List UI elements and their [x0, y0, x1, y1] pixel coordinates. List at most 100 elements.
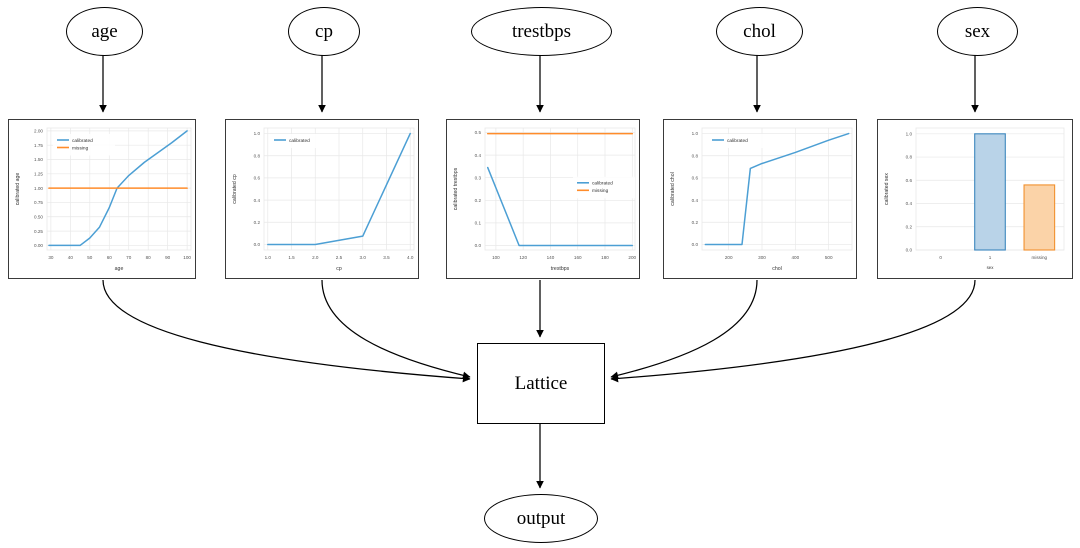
input-node-cp-label: cp	[315, 21, 333, 42]
x-tick-label: 3.0	[360, 255, 367, 260]
legend-label-calibrated: calibrated	[727, 138, 748, 144]
input-node-trestbps[interactable]: trestbps	[471, 7, 612, 56]
x-tick-label: 40	[68, 255, 74, 260]
y-tick-label: 1.25	[34, 172, 43, 177]
bar-missing	[1023, 184, 1056, 251]
y-tick-label: 0.6	[254, 176, 261, 181]
y-tick-label: 1.50	[34, 157, 43, 162]
y-tick-label: 0.3	[475, 175, 482, 180]
x-tick-label: 160	[574, 255, 582, 260]
x-tick-label: 0	[939, 255, 942, 260]
legend-box	[573, 176, 635, 199]
y-tick-label: 0.6	[906, 178, 913, 183]
y-tick-label: 1.75	[34, 143, 43, 148]
y-axis-label: calibrated age	[15, 173, 21, 206]
x-tick-label: 1	[989, 255, 992, 260]
x-tick-label: 30	[48, 255, 54, 260]
x-tick-label: 300	[758, 255, 766, 260]
y-tick-label: 0.8	[692, 153, 699, 158]
y-tick-label: 0.6	[692, 176, 699, 181]
legend-label-calibrated: calibrated	[289, 138, 310, 144]
input-node-cp[interactable]: cp	[288, 7, 360, 56]
x-tick-label: 200	[628, 255, 636, 260]
output-node-label: output	[516, 508, 566, 529]
legend-label-missing: missing	[592, 188, 609, 194]
x-tick-label: 2.0	[312, 255, 319, 260]
y-tick-label: 0.0	[906, 248, 913, 253]
y-tick-label: 0.00	[34, 243, 43, 248]
x-axis-label: chol	[772, 266, 782, 272]
input-node-sex-label: sex	[964, 21, 991, 42]
y-tick-label: 0.1	[475, 221, 482, 226]
x-tick-label: 80	[146, 255, 152, 260]
input-node-age[interactable]: age	[66, 7, 143, 56]
input-node-chol-label: chol	[743, 21, 776, 42]
calibrator-plot-sex[interactable]: 0.0 0.2 0.4 0.6 0.8 1.0 0 1 missing sex calibrated…	[877, 119, 1073, 279]
y-tick-label: 0.50	[34, 214, 43, 219]
input-node-age-label: age	[91, 21, 118, 42]
output-node[interactable]: output	[484, 494, 598, 543]
y-axis-label: calibrated chol	[670, 172, 676, 205]
y-tick-label: 0.8	[254, 153, 261, 158]
y-axis-label: calibrated trestbps	[453, 167, 459, 210]
x-tick-label: missing	[1032, 255, 1048, 260]
legend-box	[708, 134, 770, 148]
y-tick-label: 1.0	[692, 131, 699, 136]
x-tick-label: 90	[165, 255, 171, 260]
x-tick-label: 1.5	[288, 255, 295, 260]
y-tick-label: 0.2	[254, 220, 261, 225]
y-tick-label: 0.0	[475, 243, 482, 248]
x-axis-label: cp	[336, 266, 342, 272]
edge-plot-age-to-lattice	[102, 279, 471, 383]
x-tick-label: 60	[107, 255, 113, 260]
x-tick-label: 1.0	[265, 255, 272, 260]
y-tick-label: 0.2	[692, 220, 699, 225]
x-tick-label: 400	[791, 255, 799, 260]
x-axis-label: age	[115, 266, 124, 272]
y-tick-label: 1.0	[906, 132, 913, 137]
y-tick-label: 0.4	[906, 201, 913, 206]
edge-plot-sex-to-lattice	[610, 279, 976, 383]
input-node-chol[interactable]: chol	[716, 7, 803, 56]
input-node-trestbps-label: trestbps	[511, 21, 572, 42]
x-tick-label: 70	[126, 255, 132, 260]
x-tick-label: 50	[87, 255, 93, 260]
x-tick-label: 140	[547, 255, 555, 260]
lattice-node-label: Lattice	[514, 372, 568, 394]
y-tick-label: 1.00	[34, 186, 43, 191]
y-tick-label: 0.2	[906, 224, 913, 229]
legend-label-missing: missing	[72, 145, 89, 151]
y-axis-label: calibrated cp	[232, 174, 238, 204]
x-tick-label: 3.5	[383, 255, 390, 260]
y-tick-label: 0.4	[254, 198, 261, 203]
plot-frame	[701, 127, 853, 251]
y-tick-label: 0.0	[692, 242, 699, 247]
y-axis-label: calibrated sex	[884, 173, 890, 205]
y-tick-label: 0.8	[906, 155, 913, 160]
x-tick-label: 100	[183, 255, 191, 260]
legend-box	[53, 134, 115, 156]
legend-box	[270, 134, 332, 148]
edge-plot-chol-to-lattice	[610, 279, 758, 380]
plot-frame	[484, 127, 636, 251]
x-axis-label: sex	[987, 265, 995, 270]
y-tick-label: 0.5	[475, 130, 482, 135]
x-tick-label: 120	[519, 255, 527, 260]
y-tick-label: 2.00	[34, 129, 43, 134]
x-tick-label: 100	[492, 255, 500, 260]
x-tick-label: 4.0	[407, 255, 414, 260]
lattice-node[interactable]: Lattice	[477, 343, 605, 424]
legend-label-calibrated: calibrated	[592, 181, 613, 187]
series-line-calibrated	[486, 166, 634, 247]
series-line-calibrated	[704, 132, 850, 246]
input-node-sex[interactable]: sex	[937, 7, 1018, 56]
y-tick-label: 0.2	[475, 198, 482, 203]
legend-label-calibrated: calibrated	[72, 138, 93, 144]
x-tick-label: 200	[725, 255, 733, 260]
x-tick-label: 2.5	[336, 255, 343, 260]
